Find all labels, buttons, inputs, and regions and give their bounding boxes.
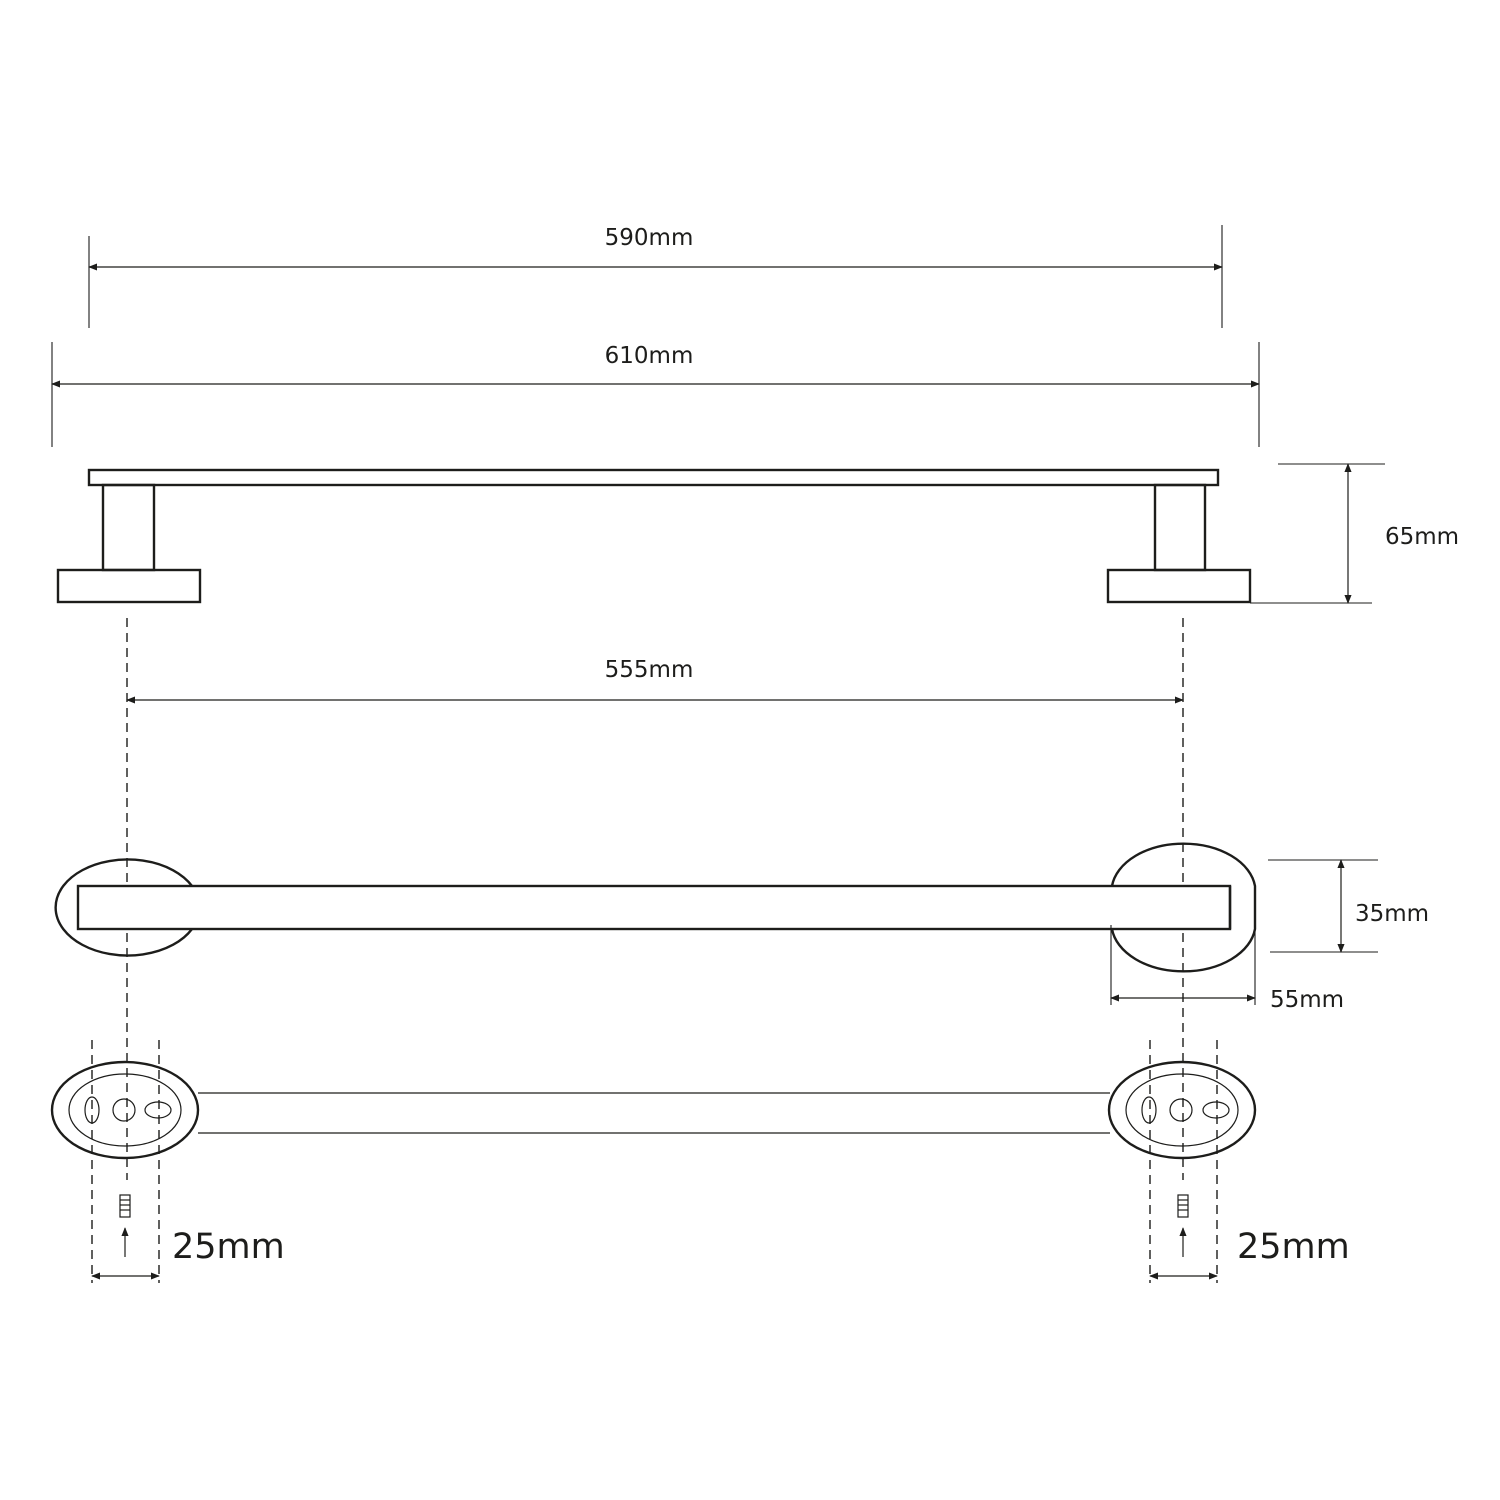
side-view-left-base — [56, 568, 202, 604]
center-hole — [1169, 1098, 1193, 1122]
dimension-label-590: 590mm — [605, 225, 694, 251]
side-view-right-base — [1106, 568, 1252, 604]
screw-icon — [119, 1194, 131, 1218]
dimension-55: 55mm — [1110, 925, 1344, 1013]
slot-hole — [144, 1101, 172, 1119]
center-lines — [126, 618, 1184, 1180]
side-view-bar — [87, 468, 1220, 487]
top-view-right-rosette — [1110, 842, 1257, 973]
top-view-left-rosette — [54, 858, 193, 957]
back-view — [50, 1060, 1257, 1160]
dimension-label-610: 610mm — [605, 343, 694, 369]
side-view-left-post — [101, 483, 156, 572]
dimension-label-55: 55mm — [1270, 987, 1344, 1013]
side-view — [56, 468, 1252, 604]
dimension-label-35: 35mm — [1355, 901, 1429, 927]
dimension-35: 35mm — [1268, 859, 1429, 953]
center-hole — [112, 1098, 136, 1122]
top-view-bar — [76, 884, 1232, 931]
slot-hole — [1202, 1101, 1230, 1119]
dimension-610: 610mm — [51, 342, 1260, 447]
side-view-right-post — [1153, 483, 1207, 572]
dimension-25-right: 25mm — [1149, 1040, 1350, 1283]
screw-icon — [1177, 1194, 1189, 1218]
dimension-label-555: 555mm — [605, 657, 694, 683]
dimension-65: 65mm — [1250, 463, 1459, 604]
top-view — [54, 842, 1257, 973]
fixing-left — [119, 1194, 131, 1257]
dimension-590: 590mm — [88, 225, 1223, 328]
slot-hole — [1141, 1096, 1157, 1124]
dimension-555: 555mm — [126, 657, 1184, 704]
fixing-right — [1177, 1194, 1189, 1257]
back-view-left-plate — [50, 1060, 200, 1160]
back-view-right-plate — [1107, 1060, 1257, 1160]
dimension-label-65: 65mm — [1385, 524, 1459, 550]
dimension-label-25-left: 25mm — [172, 1227, 285, 1267]
dimension-label-25-right: 25mm — [1237, 1227, 1350, 1267]
dimension-25-left: 25mm — [91, 1040, 285, 1283]
